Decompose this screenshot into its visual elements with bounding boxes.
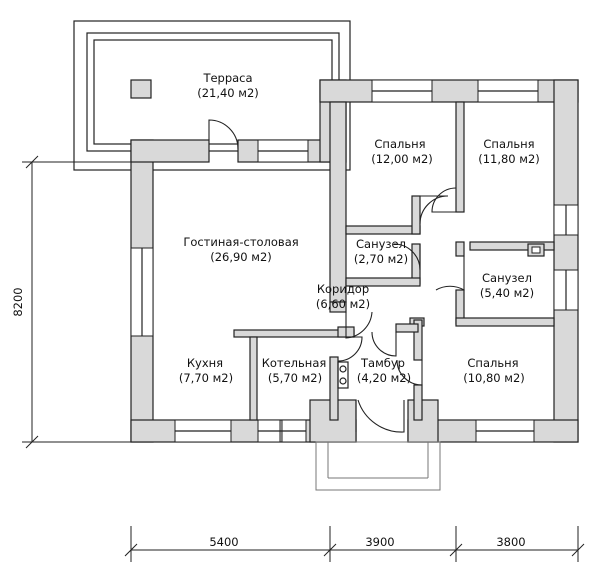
living-area: (26,90 м2) <box>210 250 272 264</box>
porch <box>315 441 441 491</box>
windows <box>130 79 579 443</box>
boiler-equipment <box>337 361 349 389</box>
door-vestibule <box>371 331 397 357</box>
dimension-height: 8200 <box>11 155 131 449</box>
door-bath2 <box>435 256 465 291</box>
kitchen-area: (7,70 м2) <box>179 371 233 385</box>
door-bedroom2 <box>431 187 457 213</box>
bedroom2-name: Спальня <box>483 137 534 151</box>
doors <box>208 119 465 433</box>
corridor-name: Коридор <box>317 282 369 296</box>
bedroom1-area: (12,00 м2) <box>371 152 433 166</box>
bedroom2-area: (11,80 м2) <box>478 152 540 166</box>
door-corridor <box>345 311 373 339</box>
room-labels: Терраса (21,40 м2) Гостиная-столовая (26… <box>179 71 540 385</box>
dimension-height-label: 8200 <box>11 287 25 316</box>
door-bath1 <box>393 243 421 271</box>
bedroom3-name: Спальня <box>467 356 518 370</box>
door-entrance <box>357 399 405 433</box>
door-bedroom3 <box>396 359 423 386</box>
corridor-area: (6,60 м2) <box>316 297 370 311</box>
vestibule-name: Тамбур <box>360 356 405 370</box>
dimension-width: 5400 3900 3800 <box>124 526 585 562</box>
dimension-width1-label: 5400 <box>209 535 238 549</box>
dimension-width3-label: 3800 <box>496 535 525 549</box>
boiler-area: (5,70 м2) <box>268 371 322 385</box>
bath2-name: Санузел <box>482 271 532 285</box>
kitchen-name: Кухня <box>187 356 223 370</box>
bedroom1-name: Спальня <box>374 137 425 151</box>
boiler-name: Котельная <box>262 356 327 370</box>
door-terrace <box>208 119 239 150</box>
terrace-name: Терраса <box>202 71 252 85</box>
bath2-area: (5,40 м2) <box>480 286 534 300</box>
terrace-area: (21,40 м2) <box>197 86 259 100</box>
bedroom3-area: (10,80 м2) <box>463 371 525 385</box>
dimension-width2-label: 3900 <box>365 535 394 549</box>
bath1-name: Санузел <box>356 237 406 251</box>
door-boiler <box>337 336 363 362</box>
door-bedroom1 <box>419 195 449 225</box>
living-name: Гостиная-столовая <box>183 235 298 249</box>
interior-walls <box>233 101 555 421</box>
vestibule-area: (4,20 м2) <box>357 371 411 385</box>
bath1-area: (2,70 м2) <box>354 252 408 266</box>
terrace-pillar <box>130 79 152 99</box>
